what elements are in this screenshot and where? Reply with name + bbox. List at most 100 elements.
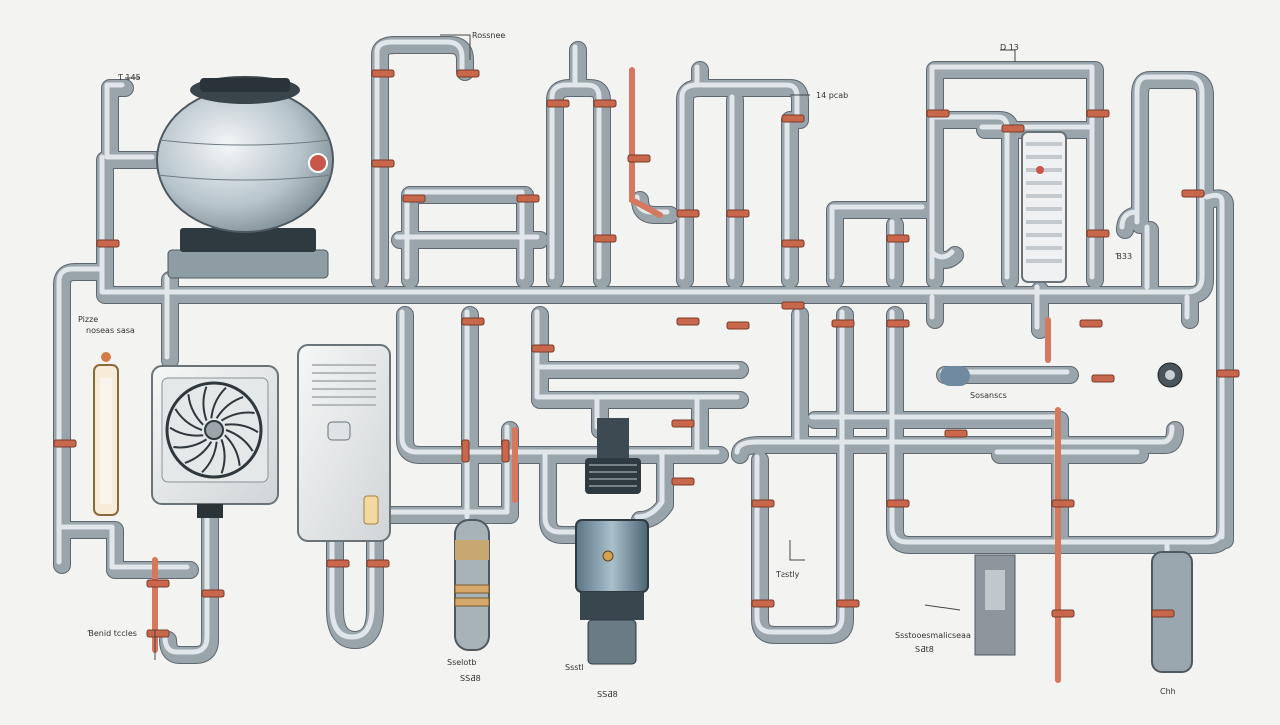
pipe-collar xyxy=(1091,374,1115,383)
pipe-collar xyxy=(593,234,617,243)
pipe-collar xyxy=(886,319,910,328)
pipe-collar xyxy=(1001,124,1025,133)
gauge-tube xyxy=(93,352,119,516)
pipe-collar xyxy=(371,69,395,78)
pipe-collar xyxy=(671,419,695,428)
pipe-collar xyxy=(146,629,170,638)
pipe-collar xyxy=(944,429,968,438)
pipe-segment xyxy=(827,202,933,288)
fan-unit xyxy=(151,365,279,518)
label-bottom-pump-1: Sselotb xyxy=(447,658,477,667)
pipe-collar xyxy=(593,99,617,108)
pipe-collar xyxy=(1079,319,1103,328)
label-far-right-bottom: Chh xyxy=(1160,687,1176,696)
pipe-collar xyxy=(831,319,855,328)
label-bottom-left: Ɓenid tccles xyxy=(87,629,137,638)
pipe-collar xyxy=(501,439,510,463)
label-right-valve: Sosanscs xyxy=(970,391,1007,400)
fan-blade xyxy=(224,423,259,434)
pipe-collar xyxy=(1216,369,1240,378)
pipe-highlight xyxy=(889,192,1225,545)
label-left-side-1: Pizze xyxy=(78,315,98,324)
label-bottom-pump-2: SSƋ8 xyxy=(460,674,481,683)
fan-blade xyxy=(225,429,254,452)
filter-canister xyxy=(454,519,490,651)
pipe-collar xyxy=(461,317,485,326)
pipe-highlight xyxy=(374,39,465,280)
pipe-collar xyxy=(326,559,350,568)
pipe-highlight xyxy=(104,82,155,160)
water-heater-cabinet xyxy=(297,344,391,542)
pipe-collar xyxy=(531,344,555,353)
pipe-collar xyxy=(546,99,570,108)
pipe-highlight xyxy=(56,524,190,570)
pipe-collar xyxy=(781,301,805,310)
pipe-highlight xyxy=(542,449,580,535)
pipe-collar xyxy=(1181,189,1205,198)
pipe-collar xyxy=(201,589,225,598)
pipe-segment xyxy=(732,422,1183,463)
manifold-band xyxy=(1026,142,1062,146)
pipe-collar xyxy=(516,194,540,203)
fan-blade xyxy=(210,386,227,419)
label-bottom-center-2: SSƋ8 xyxy=(597,690,618,699)
pipe-collar xyxy=(751,499,775,508)
fan-blade xyxy=(201,441,218,474)
pipe-highlight xyxy=(534,309,740,400)
label-left-side-2: noseas sasa xyxy=(86,326,135,335)
label-left-tank: Ƭ 145 xyxy=(118,73,141,82)
manifold-band xyxy=(1026,194,1062,198)
manifold-band xyxy=(1026,155,1062,159)
pipe-highlight xyxy=(634,449,665,520)
pipe-segment xyxy=(102,80,163,168)
pipe-collar xyxy=(1151,609,1175,618)
label-bottom-center-1: Ssstl xyxy=(565,663,584,672)
pipe-highlight xyxy=(679,82,800,280)
pipe-segment xyxy=(927,62,1103,288)
pipe-segment xyxy=(54,522,198,578)
fan-blade xyxy=(184,441,213,464)
pipe-collar xyxy=(751,599,775,608)
pipe-collar xyxy=(886,499,910,508)
pipe-collar xyxy=(671,477,695,486)
label-mid-branch: Ƭƨstly xyxy=(776,570,800,579)
manifold-band xyxy=(1026,181,1062,185)
pipe-collar xyxy=(1086,229,1110,238)
fan-blade xyxy=(169,426,204,437)
pipe-collar xyxy=(1051,609,1075,618)
pipe-highlight xyxy=(929,64,1095,280)
fan-blade xyxy=(174,408,203,431)
pipe-collar xyxy=(781,239,805,248)
pipe-collar xyxy=(627,154,651,163)
pipe-collar xyxy=(1086,109,1110,118)
manifold-band xyxy=(1026,259,1062,263)
pipe-highlight xyxy=(734,424,1175,455)
mid-valve xyxy=(940,362,1183,388)
label-top-right: D 13 xyxy=(1000,43,1019,52)
label-mid-right: 14 pcab xyxy=(816,91,848,100)
pipe-segment xyxy=(826,201,934,289)
central-pump xyxy=(575,418,649,665)
expansion-tank xyxy=(156,76,334,279)
manifold-band xyxy=(1026,233,1062,237)
pipe-segment xyxy=(396,306,729,464)
pipe-fittings xyxy=(53,69,1240,638)
pipe-highlight xyxy=(399,309,720,455)
pipe-collar xyxy=(96,239,120,248)
fan-blade xyxy=(202,386,208,421)
pipe-collar xyxy=(926,109,950,118)
pipe-segment xyxy=(397,307,728,463)
pipe-segment xyxy=(540,447,588,543)
pipe-collar xyxy=(371,159,395,168)
pipe-segment xyxy=(160,502,218,663)
pipe-collar xyxy=(461,439,470,463)
pipe-collar xyxy=(146,579,170,588)
fan-blade xyxy=(215,396,244,419)
pipe-highlight xyxy=(829,204,925,280)
pipe-collar xyxy=(726,209,750,218)
fan-blade xyxy=(224,434,241,466)
pipe-highlight xyxy=(329,534,375,640)
right-manifold-device xyxy=(1021,131,1067,283)
fan-blade xyxy=(187,394,204,426)
